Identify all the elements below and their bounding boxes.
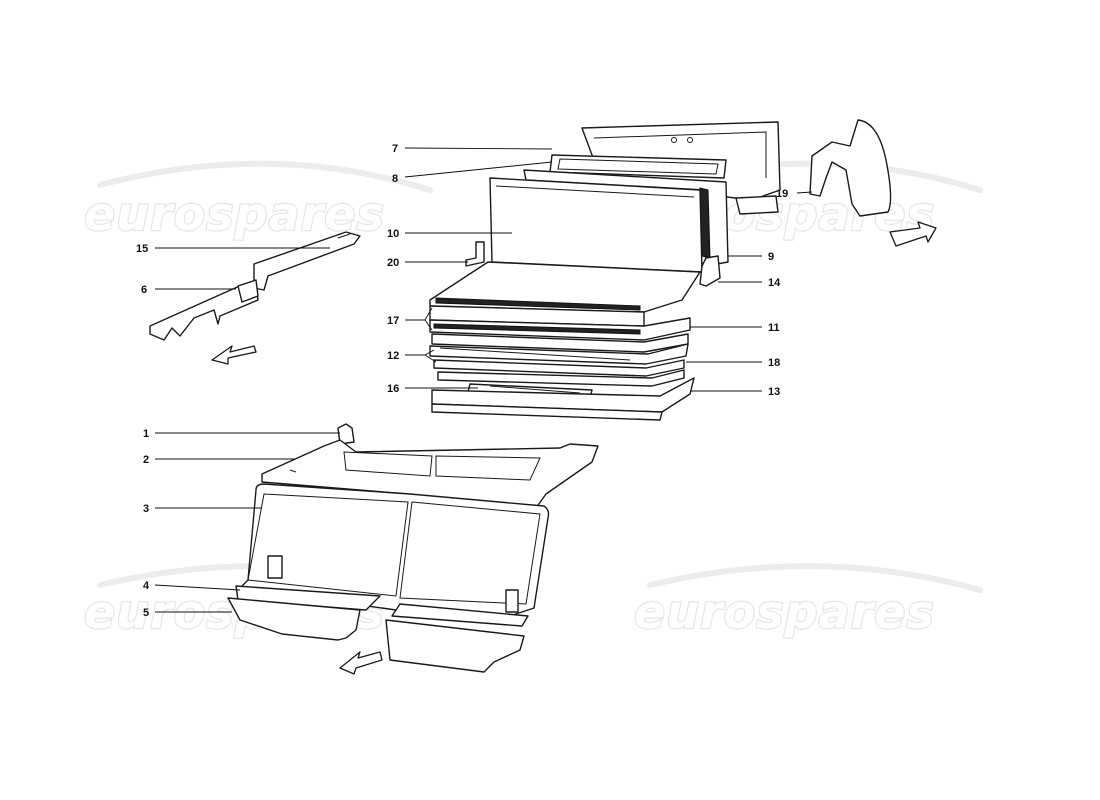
- base-13: [431, 377, 695, 421]
- callout-7: 7: [392, 143, 398, 155]
- panel-8-frame: [549, 154, 727, 179]
- leader-12b: [424, 354, 437, 363]
- callout-12: 12: [387, 350, 399, 362]
- callout-4: 4: [143, 580, 150, 592]
- direction-arrow-top-right: [889, 221, 937, 247]
- clip-14: [699, 255, 721, 287]
- callout-15: 15: [136, 243, 148, 255]
- callout-6: 6: [141, 284, 147, 296]
- leader-17b: [424, 319, 433, 331]
- seat-back-3: [239, 483, 550, 617]
- trim-5: [227, 597, 525, 673]
- callout-14: 14: [768, 277, 781, 289]
- tray-11-layers: [429, 317, 691, 353]
- callout-1: 1: [143, 428, 149, 440]
- clip-20: [465, 241, 485, 267]
- callout-2: 2: [143, 454, 149, 466]
- tray-17-upper: [429, 261, 701, 327]
- callout-3: 3: [143, 503, 149, 515]
- callout-8: 8: [392, 173, 398, 185]
- leader-17a: [405, 307, 433, 321]
- side-panel-19: [809, 119, 892, 217]
- trim-4: [235, 585, 529, 627]
- panel-10-upright: [489, 177, 703, 273]
- sheet-12-pair: [429, 343, 689, 377]
- leader-4: [154, 584, 241, 591]
- direction-arrow-bottom: [339, 651, 383, 675]
- callout-9: 9: [768, 251, 774, 263]
- callout-17: 17: [387, 315, 399, 327]
- rail-6: [149, 279, 259, 341]
- callout-numbers: 7 8 19 10 9 15 20 14 6 17 11 12 18 16 13…: [136, 143, 788, 619]
- watermark-text: eurospares: [84, 187, 385, 241]
- sheet-18: [437, 369, 685, 387]
- callout-13: 13: [768, 386, 780, 398]
- callout-19: 19: [776, 188, 788, 200]
- watermark-bottom-right: eurospares: [633, 563, 983, 640]
- direction-arrow-left: [211, 345, 257, 365]
- watermark-text: eurospares: [634, 585, 935, 639]
- callout-18: 18: [768, 357, 780, 369]
- callout-11: 11: [768, 322, 780, 334]
- callout-10: 10: [387, 228, 399, 240]
- callout-16: 16: [387, 383, 399, 395]
- callout-20: 20: [387, 257, 399, 269]
- leader-8: [404, 161, 553, 178]
- callout-5: 5: [143, 607, 149, 619]
- leader-7: [404, 147, 553, 150]
- callout-leaders: [154, 147, 813, 613]
- watermark-top-left: eurospares: [83, 160, 433, 242]
- leader-19: [796, 191, 813, 194]
